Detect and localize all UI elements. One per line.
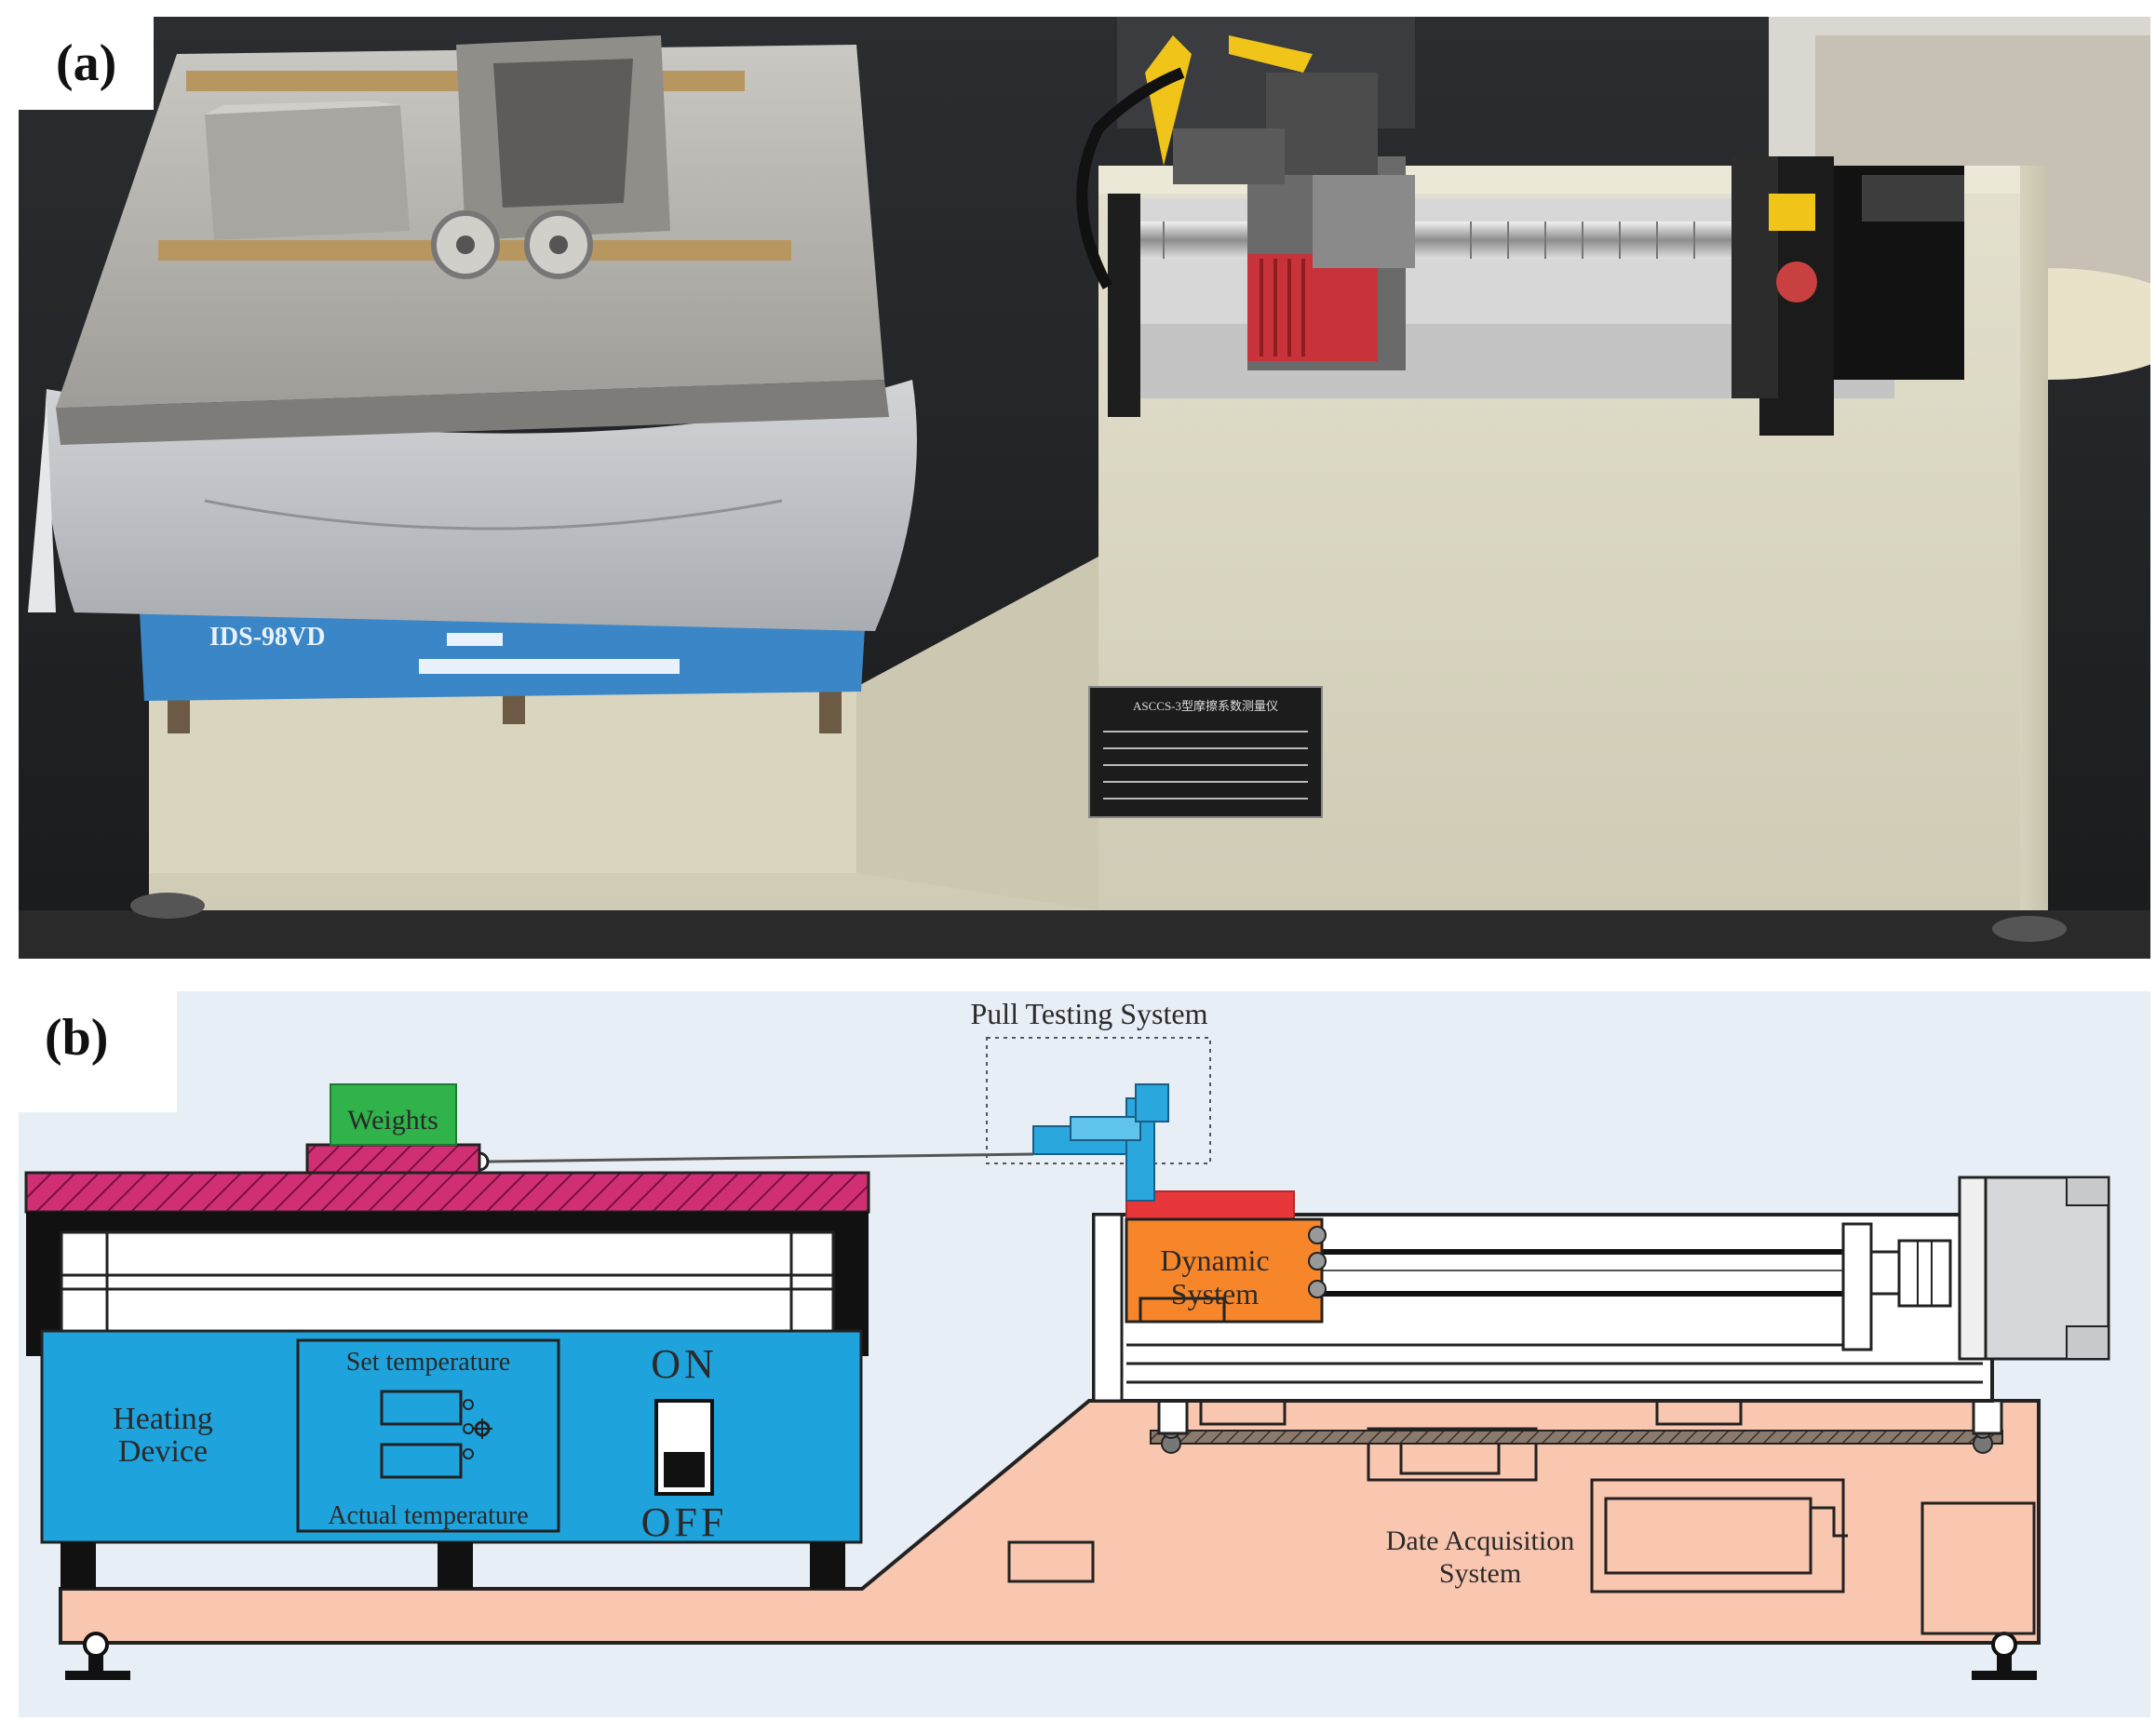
actual-temperature-label: Actual temperature bbox=[328, 1501, 528, 1530]
daq-label-line1: Date Acquisition bbox=[1386, 1526, 1574, 1556]
leveling-foot-left bbox=[65, 1632, 130, 1680]
heating-plate bbox=[24, 1171, 870, 1214]
test-sled bbox=[305, 1143, 481, 1175]
weights-block: Weights bbox=[330, 1083, 457, 1146]
force-sensor-clamp bbox=[1032, 1083, 1169, 1202]
off-label: OFF bbox=[641, 1499, 728, 1545]
leveling-foot-right bbox=[1972, 1632, 2037, 1680]
tow-line bbox=[488, 1152, 1034, 1163]
pull-testing-box bbox=[986, 1037, 1211, 1164]
heating-device: Heating Device Set temperature Actual te… bbox=[40, 1329, 863, 1545]
panel-b-letter: (b) bbox=[45, 1009, 109, 1067]
heating-stage-frame bbox=[60, 1230, 835, 1337]
set-temperature-display bbox=[380, 1390, 463, 1426]
daq-label-line2: System bbox=[1439, 1558, 1521, 1589]
temperature-control-panel bbox=[296, 1338, 560, 1533]
schematic-panel: Dynamic System Pull Testing System Weigh… bbox=[19, 991, 2150, 1717]
pull-testing-label: Pull Testing System bbox=[971, 997, 1208, 1030]
set-temperature-label: Set temperature bbox=[346, 1348, 510, 1377]
dynamic-label-line1: Dynamic bbox=[1160, 1243, 1269, 1277]
dynamic-label-line2: System bbox=[1171, 1277, 1259, 1311]
base-frame bbox=[59, 1399, 2041, 1645]
heating-label-line1: Heating bbox=[113, 1402, 213, 1436]
weights-label: Weights bbox=[347, 1105, 438, 1136]
coupling bbox=[1869, 1250, 1901, 1296]
power-supply-box bbox=[1920, 1501, 2036, 1635]
actual-temperature-display bbox=[380, 1443, 463, 1479]
panel-a-letter: (a) bbox=[19, 17, 155, 110]
dynamic-system: Dynamic System bbox=[1125, 1217, 1327, 1324]
apparatus-schematic: Dynamic System Pull Testing System Weigh… bbox=[19, 991, 2150, 1717]
heating-label-line2: Device bbox=[118, 1434, 208, 1469]
photo-panel: ASCCS-3型摩擦系数测量仪 IDS-98VD bbox=[19, 17, 2156, 959]
heater-model: IDS-98VD bbox=[209, 623, 325, 652]
stepper-motor bbox=[1958, 1176, 2110, 1361]
apparatus-photo-illustration: ASCCS-3型摩擦系数测量仪 IDS-98VD bbox=[19, 17, 2156, 959]
daq-panel bbox=[1367, 1427, 1538, 1482]
adjust-knob-icon bbox=[472, 1418, 492, 1439]
mounting-rail bbox=[1150, 1430, 2003, 1445]
on-label: ON bbox=[651, 1341, 718, 1387]
nameplate-title: ASCCS-3型摩擦系数测量仪 bbox=[1133, 699, 1278, 713]
